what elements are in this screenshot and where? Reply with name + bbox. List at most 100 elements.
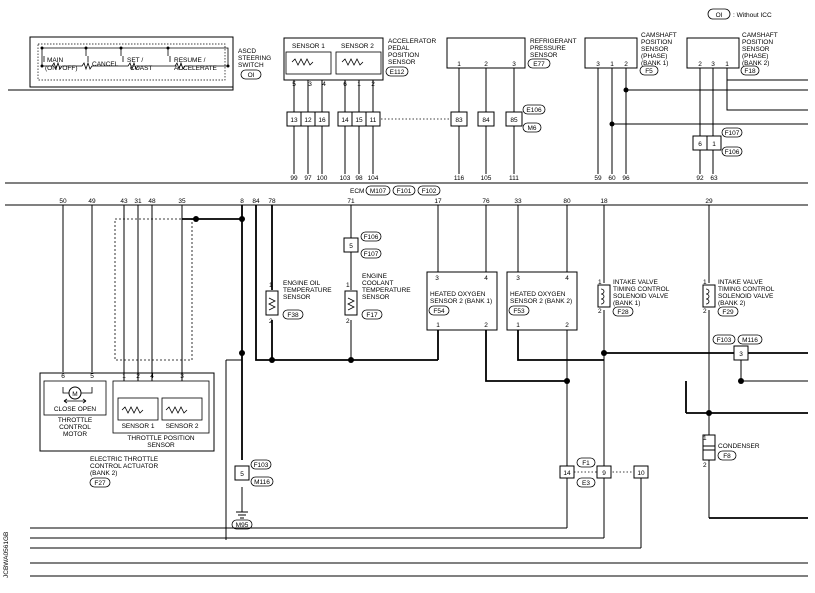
svg-text:ECM: ECM <box>350 188 364 195</box>
ground-junction: 5 F103 M116 M95 <box>231 459 274 530</box>
svg-text:60: 60 <box>608 175 616 182</box>
svg-text:INTAKE VALVE: INTAKE VALVE <box>613 279 658 286</box>
accelerator-pedal-sensor: SENSOR 1 SENSOR 2 ACCELERATOR PEDAL POSI… <box>283 37 436 88</box>
svg-text:3: 3 <box>711 61 715 68</box>
svg-text:1: 1 <box>516 322 520 329</box>
svg-text:ENGINE OIL: ENGINE OIL <box>283 280 321 287</box>
svg-text:1: 1 <box>598 279 602 286</box>
engine-oil-temp-sensor: 1 2 ENGINE OIL TEMPERATURE SENSOR F38 <box>265 280 332 325</box>
svg-text:SENSOR 2 (BANK 2): SENSOR 2 (BANK 2) <box>510 298 572 305</box>
svg-text:111: 111 <box>509 175 519 182</box>
heated-oxygen-sensor-bank2: 3 4 HEATED OXYGEN SENSOR 2 (BANK 2) F53 … <box>506 271 578 331</box>
svg-text:F107: F107 <box>725 130 740 137</box>
svg-text:96: 96 <box>622 175 630 182</box>
svg-text:3: 3 <box>180 373 184 380</box>
svg-text:COOLANT: COOLANT <box>362 280 393 287</box>
svg-text:1: 1 <box>703 435 707 442</box>
svg-text:HEATED OXYGEN: HEATED OXYGEN <box>430 291 486 298</box>
svg-text:29: 29 <box>705 198 713 205</box>
intake-valve-timing-solenoid-bank2: 1 2 INTAKE VALVE TIMING CONTROL SOLENOID… <box>702 279 775 317</box>
svg-text:COAST: COAST <box>130 65 152 72</box>
svg-text:84: 84 <box>482 117 490 124</box>
svg-text:78: 78 <box>268 198 276 205</box>
svg-text:4: 4 <box>565 275 569 282</box>
svg-text:POSITION: POSITION <box>641 39 672 46</box>
svg-text:59: 59 <box>594 175 602 182</box>
svg-text:5: 5 <box>240 471 244 478</box>
svg-text:M116: M116 <box>742 337 758 344</box>
svg-text:(BANK 1): (BANK 1) <box>641 60 668 67</box>
svg-text:F54: F54 <box>433 308 445 315</box>
svg-text:3: 3 <box>435 275 439 282</box>
svg-text:SENSOR: SENSOR <box>147 442 175 449</box>
svg-text:14: 14 <box>341 117 349 124</box>
svg-text:F1: F1 <box>582 460 590 467</box>
condenser: 1 2 CONDENSER F8 <box>702 434 760 469</box>
svg-text:RESUME /: RESUME / <box>174 57 206 64</box>
svg-text:4: 4 <box>150 373 154 380</box>
svg-text:PEDAL: PEDAL <box>388 45 410 52</box>
svg-text:76: 76 <box>482 198 490 205</box>
svg-text:MOTOR: MOTOR <box>63 431 87 438</box>
ascd-steering-switch: MAIN (ON / OFF) CANCEL SET / COAST RESUM… <box>8 36 271 91</box>
svg-text:POSITION: POSITION <box>742 39 773 46</box>
coolant-temp-sensor: 5 F106 F107 1 2 ENGINE COOLANT TEMPERATU… <box>343 231 411 325</box>
svg-text:2: 2 <box>703 308 707 315</box>
svg-text:71: 71 <box>347 198 355 205</box>
svg-text:CAMSHAFT: CAMSHAFT <box>641 32 677 39</box>
svg-text:(BANK 2): (BANK 2) <box>742 60 769 67</box>
svg-text:(BANK 2): (BANK 2) <box>90 470 117 477</box>
svg-text:F103: F103 <box>254 462 269 469</box>
svg-text:5: 5 <box>349 243 353 250</box>
svg-text:(PHASE): (PHASE) <box>742 53 768 60</box>
svg-text:2: 2 <box>269 318 273 325</box>
svg-text:TEMPERATURE: TEMPERATURE <box>362 287 411 294</box>
diagram-code: JCBWA0561GB <box>3 532 10 578</box>
svg-text:F38: F38 <box>287 312 299 319</box>
svg-text:M6: M6 <box>527 125 536 132</box>
svg-text:10: 10 <box>637 470 645 477</box>
svg-text:1: 1 <box>703 279 707 286</box>
heated-oxygen-sensor-bank1: 3 4 HEATED OXYGEN SENSOR 2 (BANK 1) F54 … <box>426 271 498 331</box>
svg-text:F106: F106 <box>725 149 740 156</box>
svg-text:THROTTLE POSITION: THROTTLE POSITION <box>127 435 194 442</box>
svg-text:103: 103 <box>340 175 351 182</box>
svg-text:SET /: SET / <box>127 57 143 64</box>
svg-text:83: 83 <box>455 117 463 124</box>
svg-text:SOLENOID VALVE: SOLENOID VALVE <box>718 293 774 300</box>
svg-text:16: 16 <box>318 117 326 124</box>
intake-valve-timing-solenoid-bank1: 1 2 INTAKE VALVE TIMING CONTROL SOLENOID… <box>597 279 670 317</box>
svg-text:1: 1 <box>436 322 440 329</box>
svg-text:15: 15 <box>355 117 363 124</box>
svg-text:HEATED OXYGEN: HEATED OXYGEN <box>510 291 566 298</box>
svg-text:E3: E3 <box>582 480 590 487</box>
top-wires <box>293 68 808 174</box>
svg-text:8: 8 <box>240 198 244 205</box>
svg-text:SENSOR: SENSOR <box>641 46 669 53</box>
svg-text:97: 97 <box>304 175 312 182</box>
svg-text:F53: F53 <box>513 308 525 315</box>
svg-text:(BANK 2): (BANK 2) <box>718 300 745 307</box>
svg-text:SENSOR: SENSOR <box>530 52 558 59</box>
svg-text:12: 12 <box>304 117 312 124</box>
svg-text:F101: F101 <box>397 188 412 195</box>
camshaft-sensor-bank2: CAMSHAFT POSITION SENSOR (PHASE) (BANK 2… <box>686 32 778 76</box>
svg-text:2: 2 <box>346 318 350 325</box>
svg-text:2: 2 <box>703 462 707 469</box>
svg-text:SENSOR 2: SENSOR 2 <box>341 43 374 50</box>
svg-text:35: 35 <box>178 198 186 205</box>
svg-text:33: 33 <box>514 198 522 205</box>
svg-text:E112: E112 <box>390 69 405 76</box>
svg-text:SENSOR 1: SENSOR 1 <box>292 43 325 50</box>
svg-text:2: 2 <box>698 61 702 68</box>
svg-text:100: 100 <box>317 175 328 182</box>
svg-text:SENSOR: SENSOR <box>283 294 311 301</box>
svg-text:50: 50 <box>59 198 67 205</box>
svg-text:9: 9 <box>602 470 606 477</box>
svg-text:5: 5 <box>90 373 94 380</box>
svg-text:4: 4 <box>322 81 326 88</box>
svg-text:3: 3 <box>308 81 312 88</box>
svg-text:SENSOR 1: SENSOR 1 <box>122 423 155 430</box>
